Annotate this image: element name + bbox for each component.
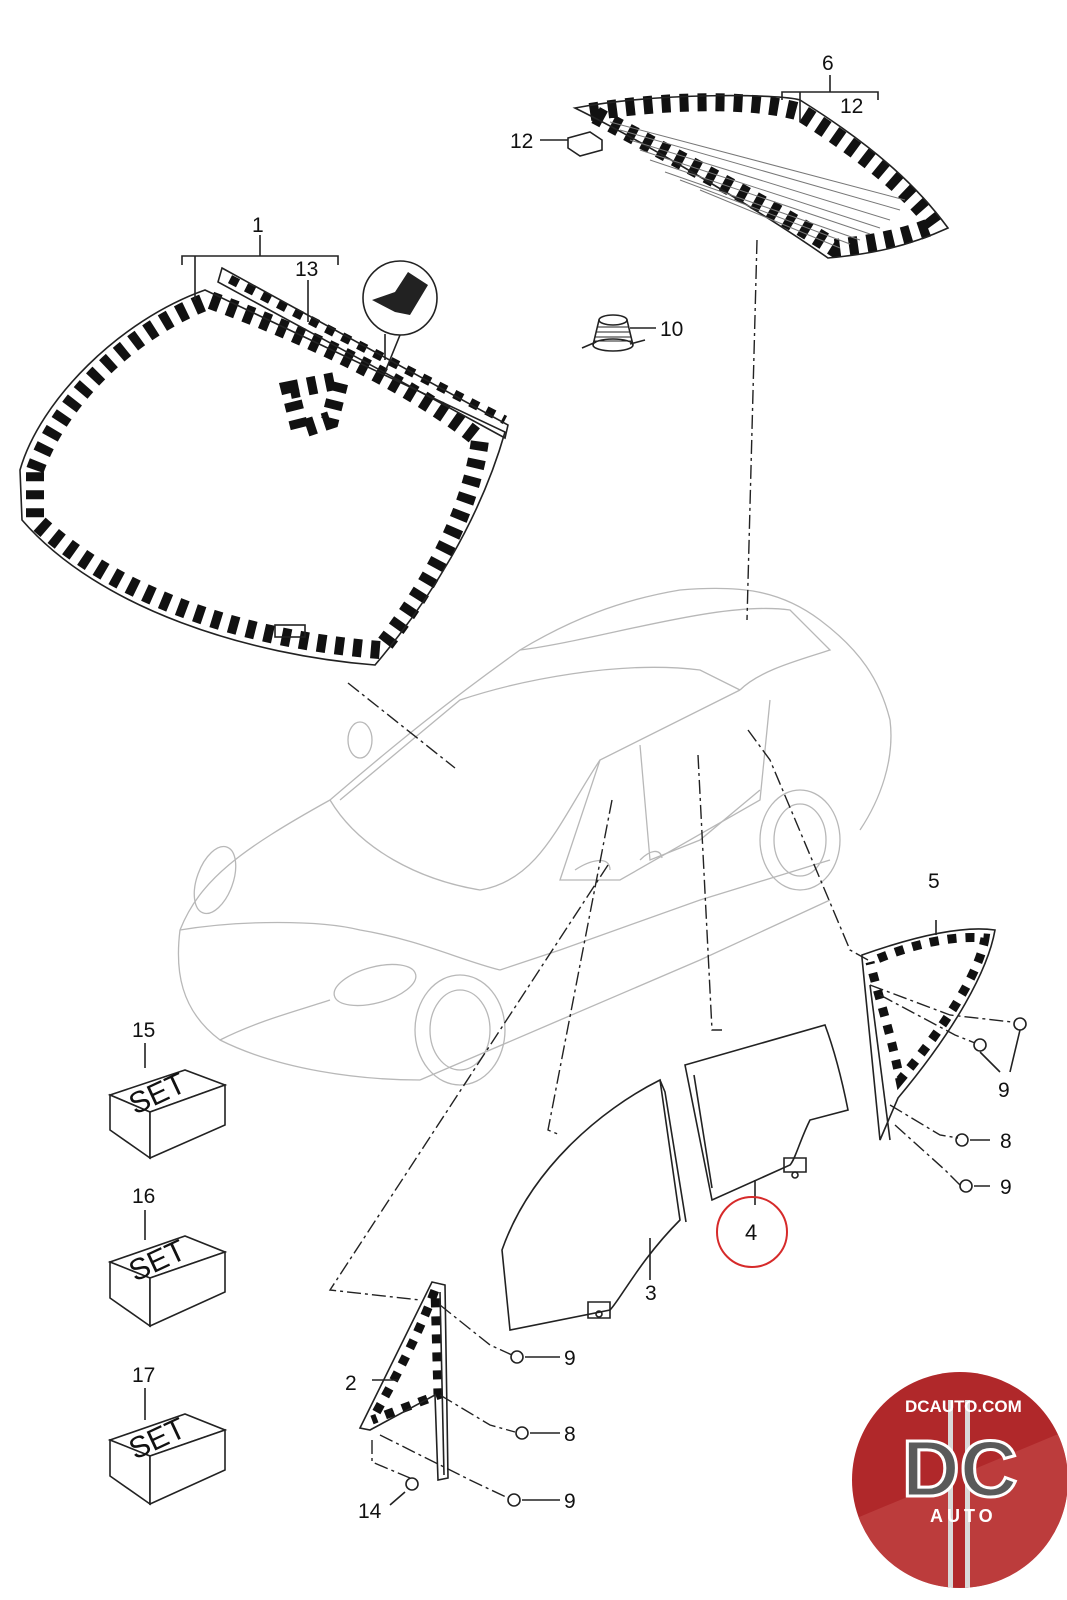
callout-12-top: 12 xyxy=(840,95,863,118)
logo-bottom-text: AUTO xyxy=(930,1506,997,1526)
callout-6: 6 xyxy=(822,52,834,75)
callout-1-bracket: 1 xyxy=(181,214,339,300)
dcauto-logo: DCAUTO.COM DC AUTO xyxy=(852,1372,1067,1588)
callout-9-left-top: 9 xyxy=(564,1347,576,1370)
callout-4: 4 xyxy=(745,1220,757,1245)
logo-top-text: DCAUTO.COM xyxy=(905,1397,1022,1416)
logo-main-text: DC xyxy=(902,1424,1018,1513)
callout-12-left: 12 xyxy=(510,130,533,153)
rear-door-glass-part-4: 4 xyxy=(684,1024,849,1268)
callout-2: 2 xyxy=(345,1372,357,1395)
callout-9-left-bottom: 9 xyxy=(564,1490,576,1513)
callout-10: 10 xyxy=(660,318,683,341)
front-quarter-part-2: 2 xyxy=(345,1281,449,1481)
callout-13: 13 xyxy=(295,258,318,281)
callout-8-left: 8 xyxy=(564,1423,576,1446)
clip-part-12: 12 xyxy=(510,130,603,157)
set-box-15: 15 SET xyxy=(107,1019,228,1160)
callout-3: 3 xyxy=(645,1282,657,1305)
callout-6-bracket: 6 12 xyxy=(781,52,879,122)
car-outline xyxy=(177,587,892,1086)
callout-8-right: 8 xyxy=(1000,1130,1012,1153)
screws-part-5: 9 8 9 xyxy=(869,984,1027,1199)
highlight-circle xyxy=(716,1196,788,1268)
callout-9-right-bottom: 9 xyxy=(1000,1176,1012,1199)
callout-15: 15 xyxy=(132,1019,155,1042)
detail-magnifier xyxy=(362,260,438,373)
set-box-16: 16 SET xyxy=(107,1185,228,1328)
leader-lines xyxy=(328,239,869,1301)
callout-14: 14 xyxy=(358,1500,382,1523)
callout-16: 16 xyxy=(132,1185,155,1208)
callout-1: 1 xyxy=(252,214,264,237)
windshield-part-1 xyxy=(19,266,509,666)
quarter-glass-part-5: 5 xyxy=(861,870,996,1141)
set-box-17: 17 SET xyxy=(107,1364,228,1506)
callout-5: 5 xyxy=(928,870,940,893)
callout-13-group: 13 xyxy=(295,258,318,322)
front-door-glass-part-3: 3 xyxy=(501,1078,687,1331)
callout-17: 17 xyxy=(132,1364,155,1387)
rear-window-part-6 xyxy=(562,93,950,259)
callout-9-right-top: 9 xyxy=(998,1079,1010,1102)
stopper-part-10: 10 xyxy=(581,314,683,352)
screws-part-2: 9 8 9 14 xyxy=(358,1304,576,1523)
